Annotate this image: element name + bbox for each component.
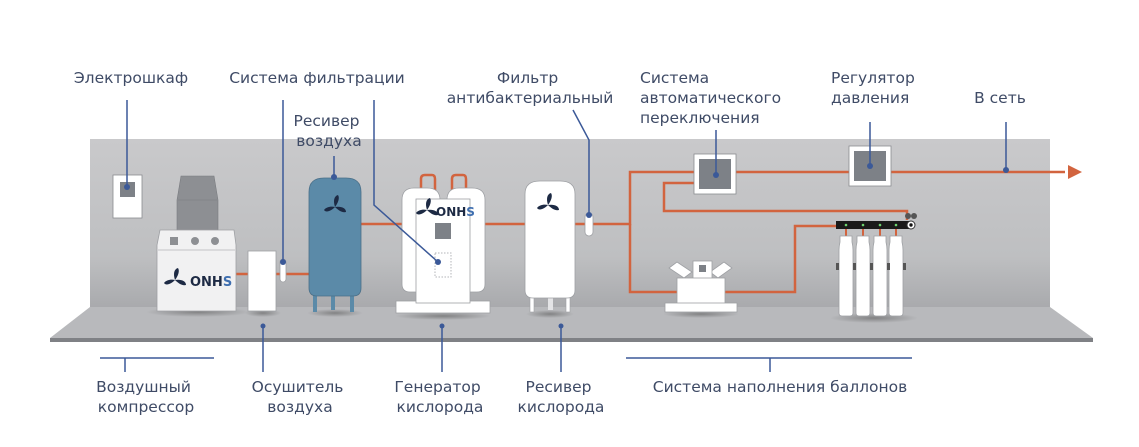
oxygen-receiver — [524, 180, 576, 318]
label-electrical-cabinet: Электрошкаф — [74, 69, 188, 87]
air-compressor: ONHS — [146, 175, 250, 317]
label-auto-switch-system: Система автоматического переключения — [640, 69, 786, 127]
arrow-to-network-icon — [1068, 165, 1082, 179]
label-cylinder-filling-system: Система наполнения баллонов — [653, 378, 908, 396]
label-air-receiver: Ресивер воздуха — [294, 112, 365, 150]
booster-compressor — [663, 260, 739, 318]
brand-logo-text: ONHS — [190, 275, 232, 290]
oxygen-generator: ONHS — [395, 187, 491, 320]
label-air-dryer: Осушитель воздуха — [252, 378, 349, 416]
label-to-network: В сеть — [974, 89, 1026, 107]
label-air-compressor: Воздушный компрессор — [96, 378, 196, 416]
leader-dots — [124, 163, 1009, 329]
label-oxygen-generator: Генератор кислорода — [394, 378, 485, 416]
label-oxygen-receiver: Ресивер кислорода — [518, 378, 605, 416]
brand-logo-text: ONHS — [436, 205, 475, 219]
cylinder-filling-rack — [830, 213, 918, 323]
label-pressure-regulator: Регулятор давления — [831, 69, 920, 107]
air-dryer — [245, 250, 287, 317]
leader-lines — [100, 100, 1007, 372]
label-filtration-system: Система фильтрации — [229, 69, 405, 87]
floor-edge — [50, 338, 1093, 342]
label-antibacterial-filter: Фильтр антибактериальный — [447, 69, 614, 107]
air-receiver — [307, 177, 363, 317]
